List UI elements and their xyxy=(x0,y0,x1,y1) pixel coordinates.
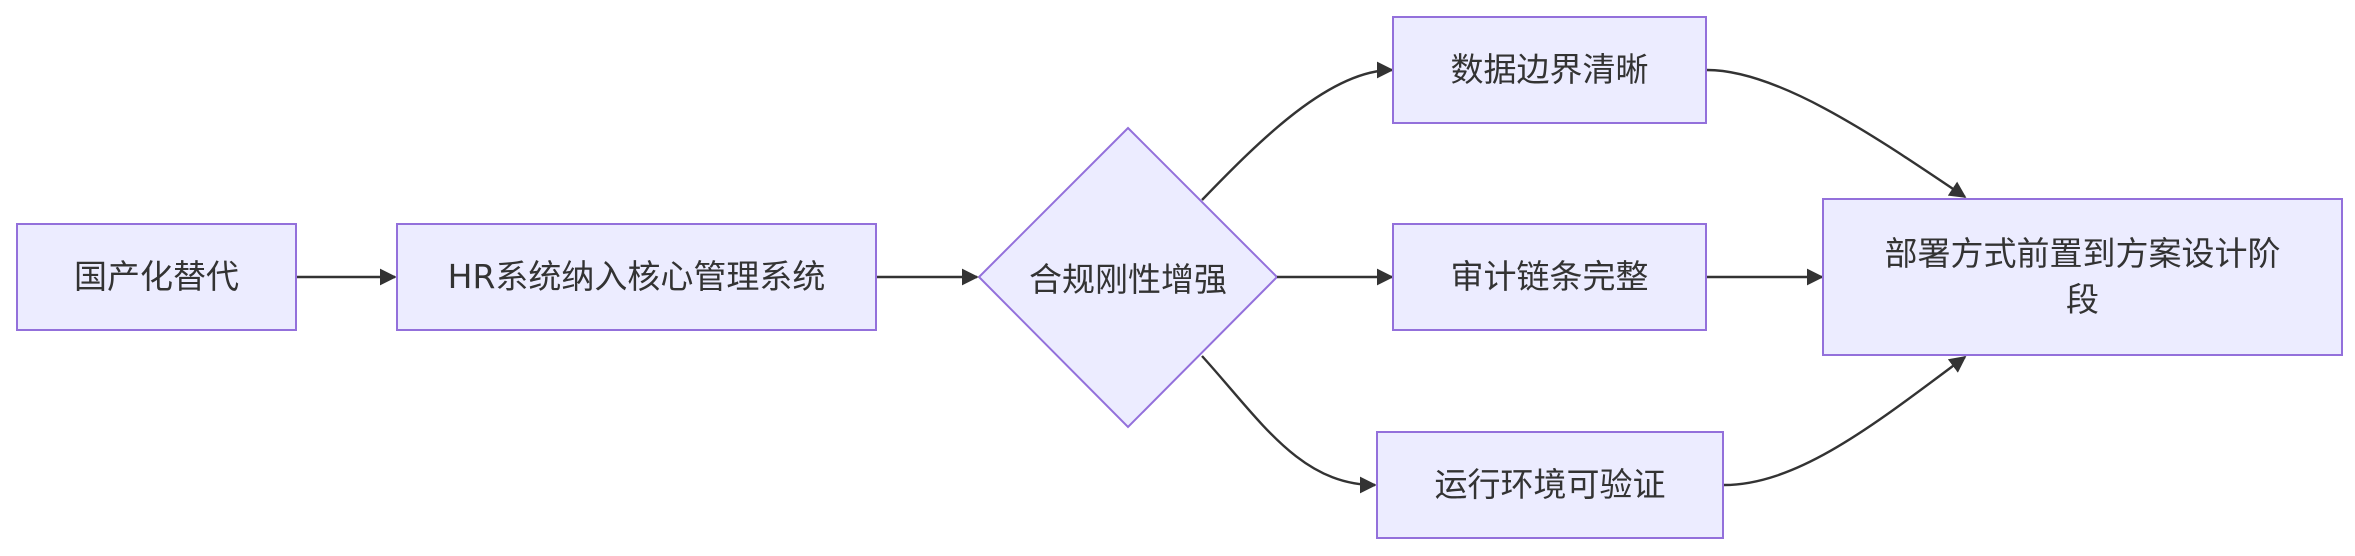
edge-data-boundary-to-deployment xyxy=(1706,68,1967,198)
node-deployment-front: 部署方式前置到方案设计阶段 xyxy=(1822,198,2343,356)
edge-compliance-to-runtime xyxy=(1201,355,1377,494)
node-compliance-rigidity-label: 合规刚性增强 xyxy=(1029,260,1227,299)
node-runtime-verifiable: 运行环境可验证 xyxy=(1376,431,1724,539)
node-hr-core-system-label: HR系统纳入核心管理系统 xyxy=(447,256,826,296)
node-compliance-rigidity: 合规刚性增强 xyxy=(1010,247,1246,307)
node-hr-core-system: HR系统纳入核心管理系统 xyxy=(396,223,877,331)
node-deployment-front-label: 部署方式前置到方案设计阶段 xyxy=(1884,233,2281,319)
node-audit-chain-label: 审计链条完整 xyxy=(1450,256,1649,296)
node-domestic-replacement: 国产化替代 xyxy=(16,223,297,331)
node-runtime-verifiable-label: 运行环境可验证 xyxy=(1434,464,1666,504)
node-domestic-replacement-label: 国产化替代 xyxy=(74,256,239,296)
edge-compliance-to-data-boundary xyxy=(1201,61,1394,201)
edge-runtime-to-deployment xyxy=(1723,355,1967,487)
node-audit-chain: 审计链条完整 xyxy=(1392,223,1707,331)
node-data-boundary-label: 数据边界清晰 xyxy=(1450,49,1649,89)
node-data-boundary: 数据边界清晰 xyxy=(1392,16,1707,124)
compliance-diamond-shape xyxy=(977,126,1279,429)
